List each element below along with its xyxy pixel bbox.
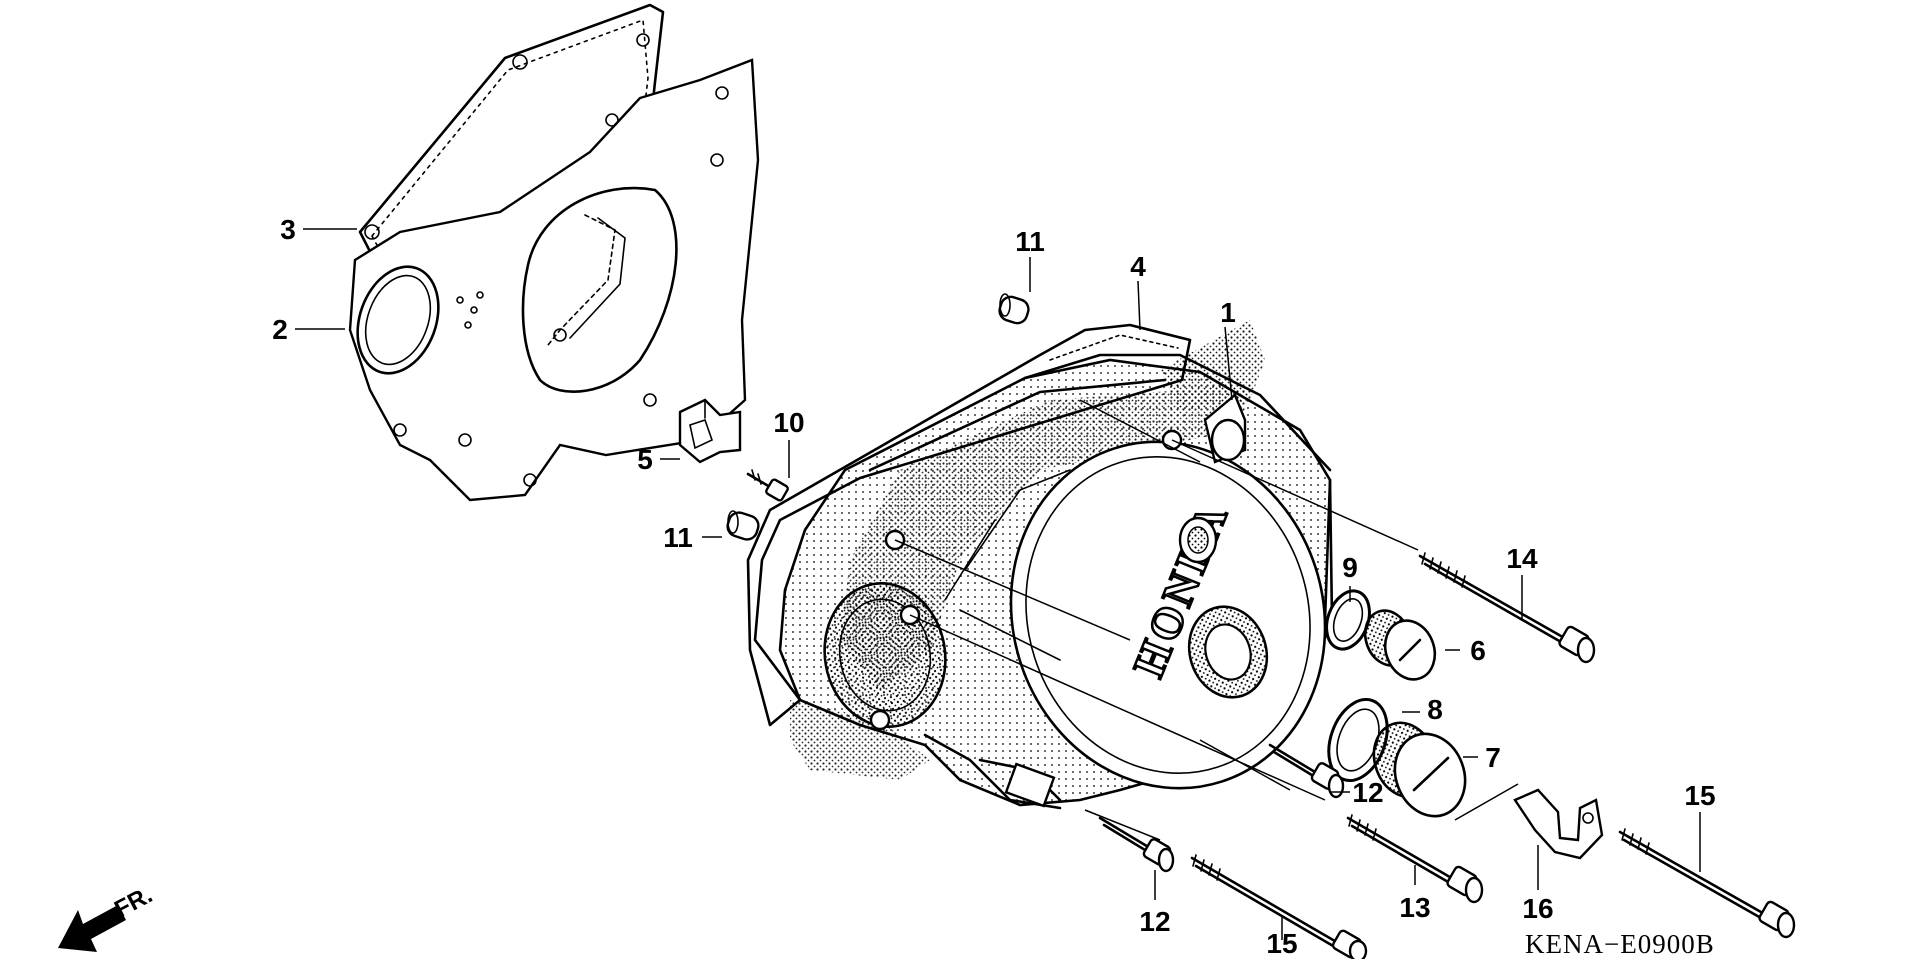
callout-8: 8 bbox=[1427, 694, 1443, 725]
callout-2: 2 bbox=[272, 314, 288, 345]
bolt-13-drawing bbox=[1346, 814, 1484, 904]
bolt-15-left-drawing bbox=[1190, 854, 1368, 959]
callout-10: 10 bbox=[773, 407, 804, 438]
alignment-lines bbox=[894, 399, 1419, 841]
callout-11-lower: 11 bbox=[663, 522, 693, 553]
front-arrow-icon bbox=[58, 905, 126, 952]
callout-1: 1 bbox=[1220, 297, 1236, 328]
bolt-14-drawing bbox=[1418, 552, 1596, 664]
bolt-10-drawing bbox=[746, 469, 789, 502]
callout-13: 13 bbox=[1399, 892, 1430, 923]
diagram-code: KENA−E0900B bbox=[1525, 929, 1715, 959]
plate-2-drawing bbox=[348, 58, 760, 502]
callout-14: 14 bbox=[1506, 543, 1538, 574]
callout-9: 9 bbox=[1342, 552, 1358, 583]
callout-3: 3 bbox=[280, 214, 296, 245]
callout-15-left: 15 bbox=[1266, 928, 1297, 959]
callout-11-upper: 11 bbox=[1015, 226, 1045, 257]
callout-12-upper: 12 bbox=[1352, 777, 1383, 808]
callout-5: 5 bbox=[637, 444, 653, 475]
clip-16-drawing bbox=[1454, 783, 1604, 860]
callout-4: 4 bbox=[1130, 251, 1146, 282]
bolt-15-right-drawing bbox=[1618, 828, 1796, 939]
callout-16: 16 bbox=[1522, 893, 1553, 924]
callout-7: 7 bbox=[1485, 742, 1501, 773]
callout-6: 6 bbox=[1470, 635, 1486, 666]
gasket-4-drawing bbox=[746, 323, 1192, 727]
dowel-11-lower-drawing bbox=[726, 510, 760, 541]
dowel-11-upper-drawing bbox=[998, 293, 1030, 325]
callout-leaders bbox=[295, 228, 1701, 940]
front-direction-indicator: FR. bbox=[58, 881, 157, 952]
plug-7-drawing bbox=[1372, 721, 1467, 818]
callout-labels: 1 2 3 4 5 6 7 8 9 10 11 11 12 12 13 14 1… bbox=[272, 214, 1715, 959]
callout-15-right: 15 bbox=[1684, 780, 1715, 811]
bracket-5-drawing bbox=[678, 398, 742, 464]
bolt-12-lower-drawing bbox=[1098, 816, 1175, 873]
cover-1-drawing: HONDA bbox=[778, 320, 1334, 810]
plug-6-drawing bbox=[1363, 609, 1437, 681]
callout-12-lower: 12 bbox=[1139, 906, 1170, 937]
